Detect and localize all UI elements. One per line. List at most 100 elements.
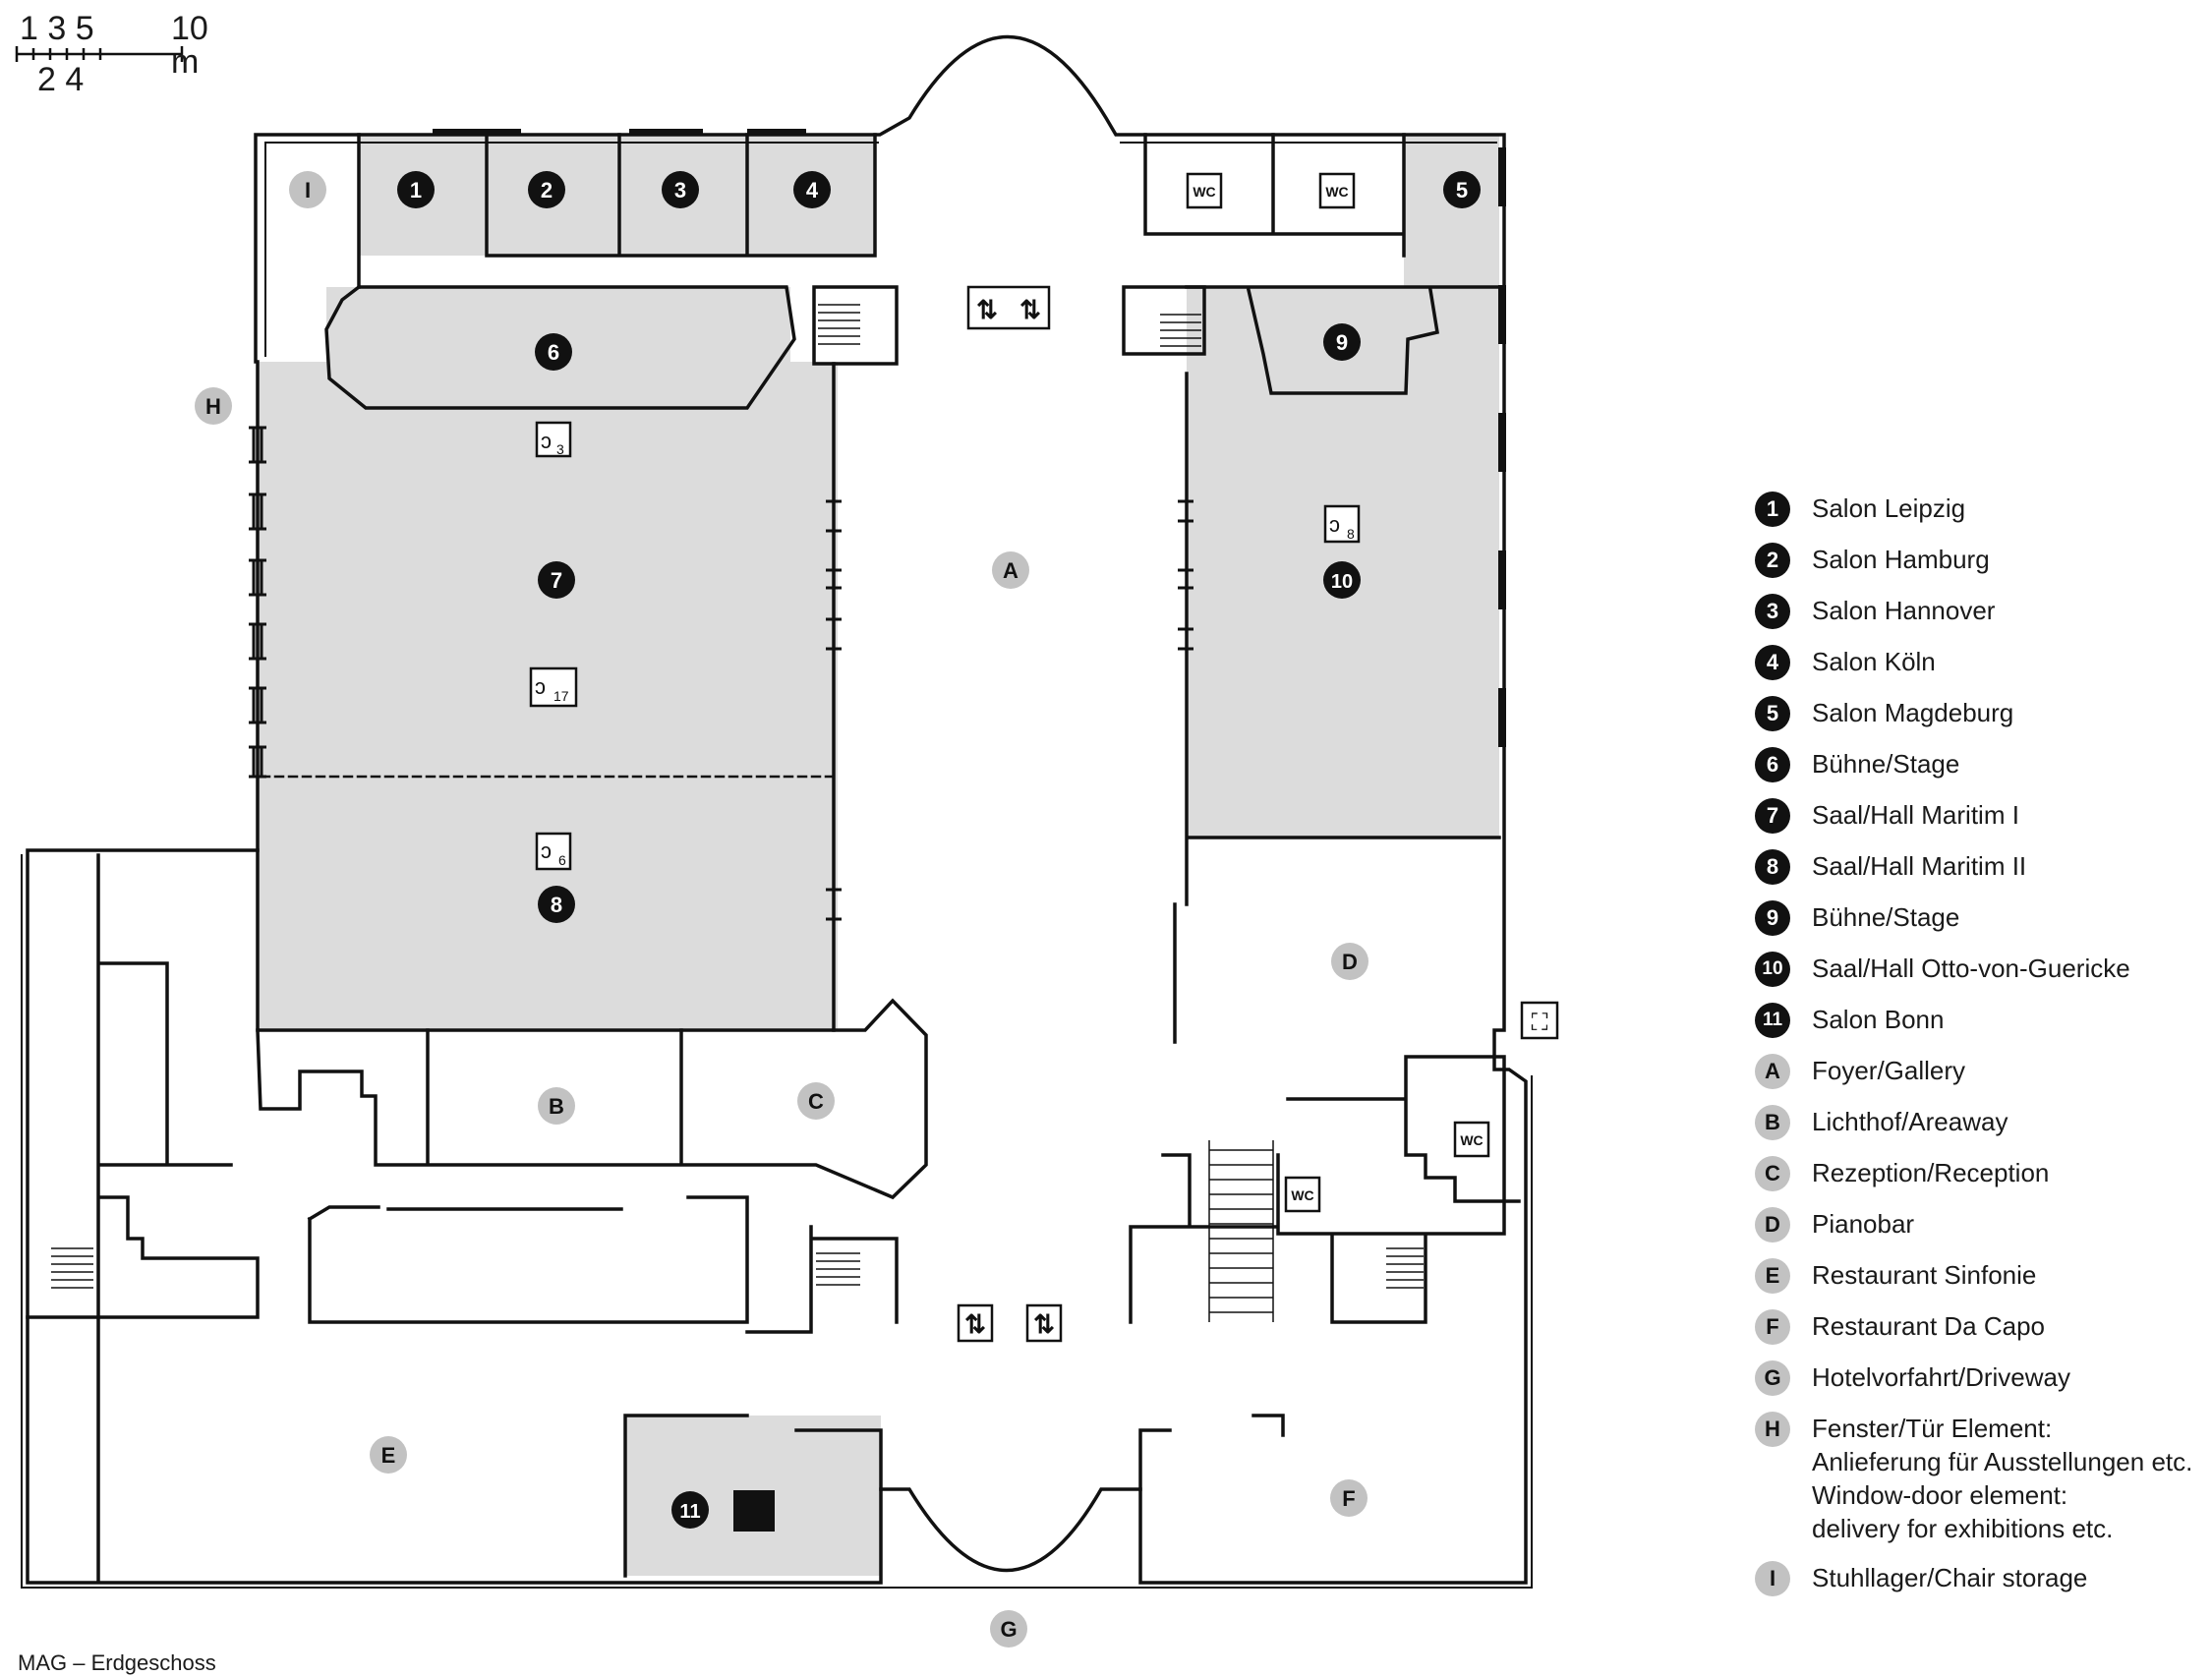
svg-text:1: 1 [410, 178, 422, 202]
marker-5: 5 [1443, 171, 1481, 208]
strip-4 [1498, 550, 1506, 609]
svg-text:5: 5 [1456, 178, 1468, 202]
elevator-3-glyph: ⇅ [1033, 1309, 1055, 1339]
rigging-otto-count: 8 [1347, 526, 1355, 542]
wd-5 [249, 686, 266, 724]
rigging-hall2-count: 6 [558, 852, 566, 868]
svg-text:8: 8 [551, 893, 562, 917]
legend-badge: 7 [1755, 798, 1790, 834]
right-bottom-wall [1138, 1414, 1285, 1491]
marker-10: 10 [1323, 561, 1361, 599]
elevator-2-glyph: ⇅ [964, 1309, 986, 1339]
scale-unit: 10 m [171, 10, 208, 81]
svg-text:9: 9 [1336, 330, 1348, 355]
salon-11-wall [623, 1414, 883, 1578]
legend-label: Saal/Hall Maritim II [1812, 851, 2027, 881]
strip-top-3 [747, 129, 806, 136]
room-salon-5 [1404, 135, 1499, 287]
svg-text:H: H [205, 394, 221, 419]
hook-icon: ↄ [1329, 512, 1340, 537]
legend-label: Foyer/Gallery [1812, 1056, 1966, 1085]
stair-upper-left [812, 285, 899, 366]
marker-4: 4 [793, 171, 831, 208]
wc-1-label: WC [1193, 184, 1215, 200]
legend-badge: B [1755, 1105, 1790, 1140]
right-top-rooms [1143, 133, 1406, 258]
scale-top-ticks: 1 3 5 [20, 10, 94, 47]
plan-caption: MAG – Erdgeschoss [18, 1650, 216, 1675]
svg-text:I: I [305, 178, 311, 202]
elevator-3 [1025, 1303, 1063, 1343]
wd-2 [249, 492, 266, 531]
stage-9-wall [1246, 287, 1439, 395]
legend-label: Salon Leipzig [1812, 493, 1966, 523]
svg-text:4: 4 [806, 178, 819, 202]
legend-label: Salon Hamburg [1812, 545, 1990, 574]
lower-left-rooms [256, 998, 928, 1200]
svg-text:3: 3 [674, 178, 686, 202]
right-lower-block [1129, 1055, 1521, 1324]
stair-hatch-2 [1160, 314, 1201, 347]
legend-badge: 8 [1755, 849, 1790, 885]
marker-8: 8 [538, 886, 575, 923]
hook-icon: ↄ [535, 674, 546, 699]
wd-4 [249, 622, 266, 661]
marker-d: D [1331, 943, 1368, 980]
wc-3-label: WC [1460, 1132, 1483, 1148]
salon-11-column [733, 1490, 775, 1532]
legend-badge: F [1755, 1309, 1790, 1345]
rigging-hall1 [529, 666, 578, 708]
legend-badge: 9 [1755, 900, 1790, 936]
strip-3 [1498, 413, 1506, 472]
legend-label: Salon Hannover [1812, 596, 1996, 625]
marker-2: 2 [528, 171, 565, 208]
legend-label: Restaurant Sinfonie [1812, 1260, 2037, 1290]
wc-4-label: WC [1291, 1187, 1313, 1203]
wc-3 [1453, 1121, 1490, 1158]
legend-label: Salon Magdeburg [1812, 698, 2014, 727]
svg-text:C: C [808, 1089, 824, 1114]
stage-6-wall [324, 285, 796, 410]
hook-icon: ↄ [541, 429, 552, 453]
marker-c: C [797, 1082, 835, 1120]
svg-text:B: B [549, 1094, 564, 1119]
legend-badge: 6 [1755, 747, 1790, 782]
rigging-stage [535, 421, 572, 458]
svg-text:G: G [1000, 1617, 1017, 1642]
svg-text:E: E [381, 1443, 396, 1468]
svg-text:2: 2 [541, 178, 553, 202]
legend-label: Bühne/Stage [1812, 902, 1960, 932]
legend-badge: 11 [1755, 1003, 1790, 1038]
legend-label: Fenster/Tür Element: Anlieferung für Aus… [1812, 1414, 2193, 1543]
elevator-1-glyph: ⇅ [976, 295, 998, 324]
marker-3: 3 [662, 171, 699, 208]
room-markers: 1 2 3 4 5 6 7 8 9 10 11 A B C D E F G H … [195, 171, 1481, 1648]
marker-g: G [990, 1610, 1027, 1648]
strip-2 [1498, 285, 1506, 344]
legend-badge: 1 [1755, 492, 1790, 527]
marker-b: B [538, 1087, 575, 1125]
legend-badge: I [1755, 1561, 1790, 1596]
hook-icon: ↄ [541, 838, 552, 863]
walls [21, 34, 1533, 1589]
wc-2 [1318, 172, 1356, 209]
elevator-1b-glyph: ⇅ [1019, 295, 1041, 324]
scale-labels: 1 3 5 10 m 2 4 [14, 8, 208, 101]
marker-i: I [289, 171, 326, 208]
stair-upper-right [1122, 285, 1206, 356]
rigging-hall1-count: 17 [553, 688, 569, 704]
